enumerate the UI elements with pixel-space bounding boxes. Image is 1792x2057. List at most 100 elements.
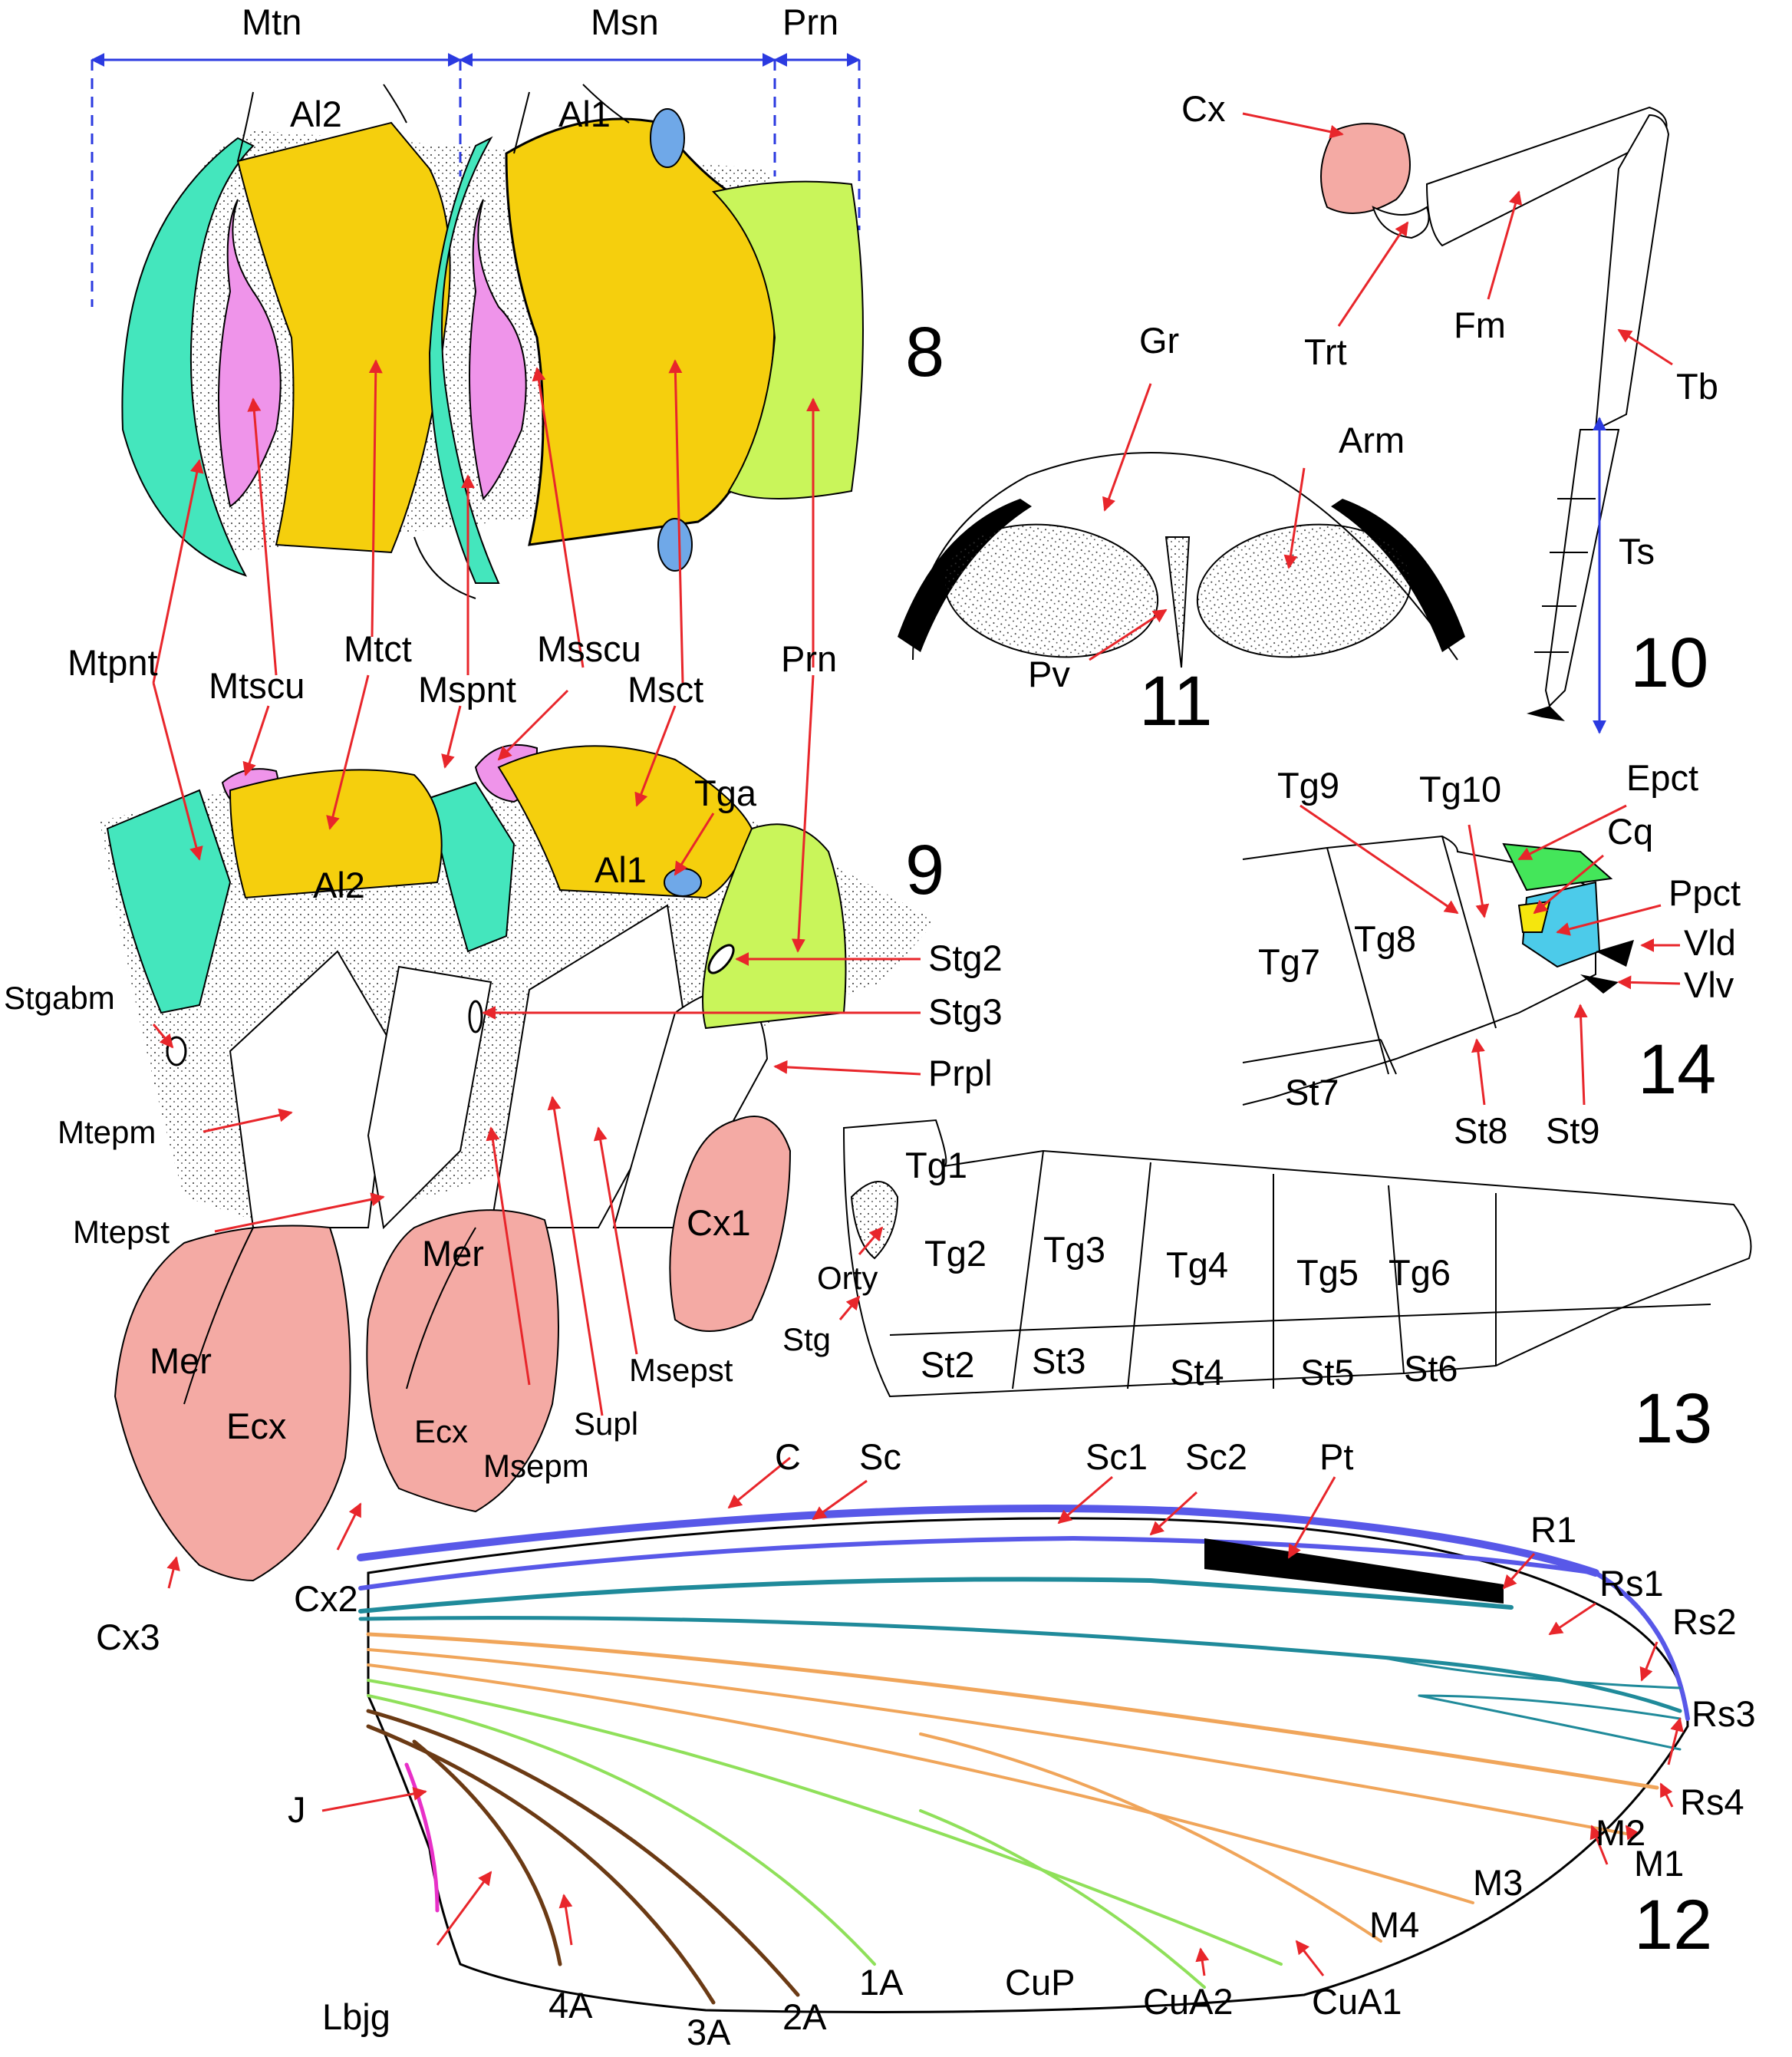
label-tg2: Tg2 xyxy=(924,1233,987,1274)
label-st9: St9 xyxy=(1546,1110,1600,1151)
label-orty: Orty xyxy=(817,1260,878,1296)
leader-arrows xyxy=(152,112,1684,1976)
label-mtepm: Mtepm xyxy=(58,1114,156,1150)
label-cx2: Cx2 xyxy=(294,1578,358,1619)
label-st4: St4 xyxy=(1170,1352,1224,1393)
label-tg7: Tg7 xyxy=(1258,941,1320,982)
label-ecx-left: Ecx xyxy=(226,1406,286,1446)
fig11-right-crescent xyxy=(1331,499,1465,652)
label-cup: CuP xyxy=(1005,1962,1075,2003)
label-pv: Pv xyxy=(1028,654,1070,694)
fig8-al2-label: Al2 xyxy=(290,94,342,134)
label-m3: M3 xyxy=(1473,1862,1523,1903)
fig9-coxa-1 xyxy=(669,1116,792,1332)
label-cx1: Cx1 xyxy=(687,1202,751,1243)
label-mtscu: Mtscu xyxy=(209,665,305,706)
label-mer-left: Mer xyxy=(150,1340,212,1381)
fig8-mesoscutellum xyxy=(469,199,527,500)
figure-13-abdomen: 13 xyxy=(842,1119,1752,1458)
fig14-valve-dorsal xyxy=(1596,940,1634,967)
fig8-metapostnotum xyxy=(121,137,255,577)
figure-8-number: 8 xyxy=(905,313,944,391)
label-rs2: Rs2 xyxy=(1672,1601,1737,1642)
fig9-abdominal-spiracle xyxy=(166,1036,187,1066)
mtn-label: Mtn xyxy=(242,2,301,42)
fig8-pronotum xyxy=(712,180,864,499)
fig8-mesopostnotum xyxy=(428,136,500,584)
label-sc2: Sc2 xyxy=(1185,1436,1247,1477)
label-tg8: Tg8 xyxy=(1354,918,1416,959)
label-j: J xyxy=(288,1789,306,1830)
figure-11-number: 11 xyxy=(1139,662,1213,740)
fig8-metascutellum xyxy=(218,199,282,508)
fig14-valve-ventral xyxy=(1580,974,1619,994)
fig10-femur xyxy=(1425,106,1668,247)
label-sc1: Sc1 xyxy=(1085,1436,1148,1477)
fig11-left-crescent xyxy=(898,499,1032,652)
figure-9-number: 9 xyxy=(905,831,944,909)
label-lbjg: Lbjg xyxy=(322,1996,390,2037)
label-4a: 4A xyxy=(548,1985,593,2026)
fig9-spiracle-2 xyxy=(707,944,735,974)
figure-12-number: 12 xyxy=(1634,1886,1712,1964)
label-stg3: Stg3 xyxy=(928,991,1003,1032)
label-st5: St5 xyxy=(1300,1352,1355,1393)
fig12-radius xyxy=(358,1577,1514,1614)
label-st3: St3 xyxy=(1032,1340,1086,1381)
label-mtepst: Mtepst xyxy=(73,1214,170,1250)
label-prn: Prn xyxy=(781,638,837,679)
label-tg1: Tg1 xyxy=(905,1145,967,1185)
figure-14-number: 14 xyxy=(1638,1030,1716,1109)
fig10-coxa xyxy=(1320,123,1411,214)
label-mspnt: Mspnt xyxy=(418,669,516,710)
fig12-cua2 xyxy=(919,1809,1206,1989)
label-mtpnt: Mtpnt xyxy=(68,642,158,683)
label-tb: Tb xyxy=(1676,366,1718,407)
label-tg4: Tg4 xyxy=(1166,1244,1228,1285)
label-mtct: Mtct xyxy=(344,628,412,669)
label-1a: 1A xyxy=(859,1962,904,2003)
label-m1: M1 xyxy=(1634,1843,1684,1884)
fig8-al1-label: Al1 xyxy=(558,94,611,134)
figure-12-wing: 12 xyxy=(357,1505,1712,2013)
fig8-metascutum xyxy=(236,121,451,554)
label-stg: Stg xyxy=(782,1321,831,1357)
label-st8: St8 xyxy=(1454,1110,1508,1151)
figure-9-thorax-lateral: Al2 Al1 9 xyxy=(100,743,944,1582)
label-rs1: Rs1 xyxy=(1599,1563,1664,1604)
label-msepm: Msepm xyxy=(483,1448,589,1484)
label-cx: Cx xyxy=(1181,88,1225,129)
label-pt: Pt xyxy=(1319,1436,1353,1477)
fig8-tegula-upper xyxy=(650,108,685,168)
label-2a: 2A xyxy=(782,1996,827,2037)
fig9-al2-label: Al2 xyxy=(313,865,365,905)
figure-14-terminalia: 14 xyxy=(1242,835,1716,1109)
fig9-metascutum xyxy=(229,769,443,899)
fig9-al1-label: Al1 xyxy=(595,849,647,890)
label-msct: Msct xyxy=(628,669,703,710)
fig11-pv xyxy=(1164,536,1191,668)
fig9-coxa-3 xyxy=(114,1225,351,1582)
label-ecx-mid: Ecx xyxy=(414,1413,468,1449)
prn-top-label: Prn xyxy=(782,2,838,42)
fig8-tegula-lower xyxy=(657,518,693,572)
label-cq: Cq xyxy=(1607,811,1653,852)
label-cua2: CuA2 xyxy=(1143,1981,1234,2022)
label-sc: Sc xyxy=(859,1436,901,1477)
label-arm: Arm xyxy=(1339,420,1405,460)
label-st6: St6 xyxy=(1404,1348,1458,1389)
fig12-subcosta xyxy=(358,1535,1598,1591)
fig12-cua1 xyxy=(367,1679,1283,1966)
label-cua1: CuA1 xyxy=(1312,1981,1402,2022)
fig10-tarsus xyxy=(1544,429,1620,707)
label-tg6: Tg6 xyxy=(1388,1252,1451,1293)
label-stg2: Stg2 xyxy=(928,938,1003,978)
label-prpl: Prpl xyxy=(928,1053,993,1093)
fig12-costa xyxy=(357,1505,1599,1577)
label-supl: Supl xyxy=(574,1406,638,1442)
fig9-pronotum xyxy=(702,823,847,1030)
label-vld: Vld xyxy=(1684,922,1736,963)
figure-8-thorax-dorsal: Mtn Msn Prn Al2 Al1 8 xyxy=(91,2,944,599)
label-msepst: Msepst xyxy=(629,1352,733,1388)
